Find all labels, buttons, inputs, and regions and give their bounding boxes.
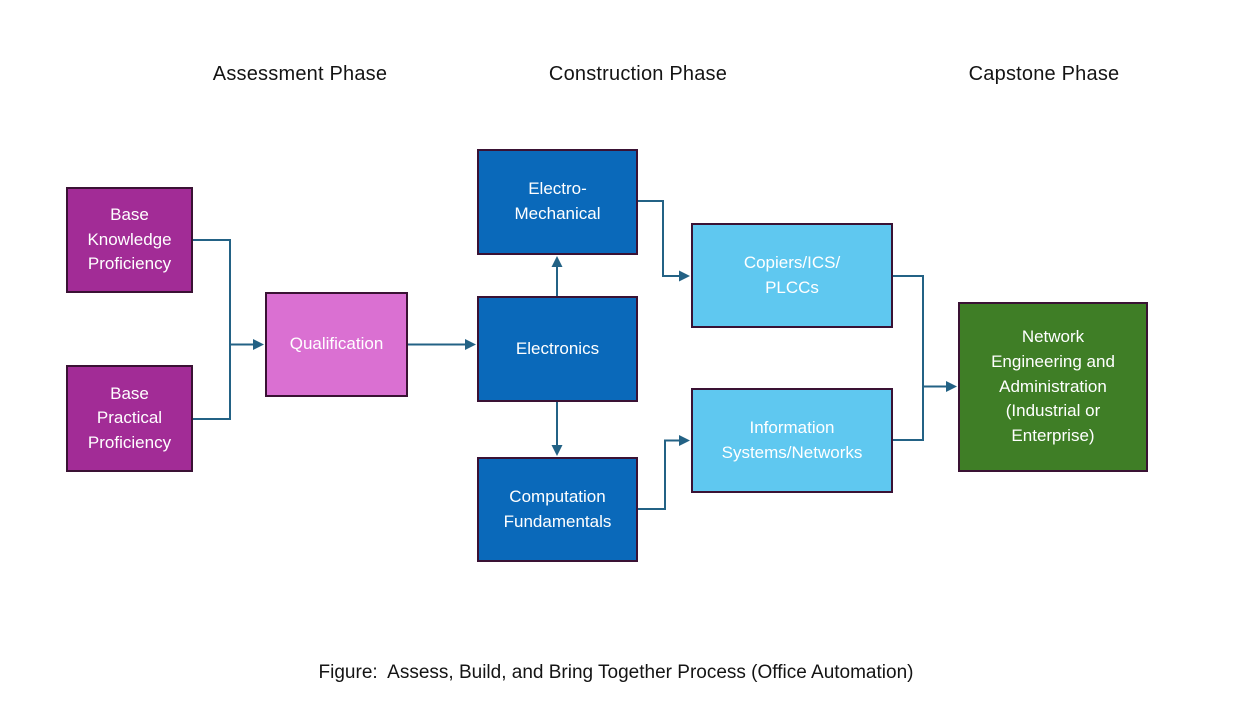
connector-electromech-to-copiers [638, 200, 690, 282]
connector-assessment-merge [193, 239, 231, 420]
node-base-practical-proficiency: Base Practical Proficiency [66, 365, 193, 472]
node-electro-mechanical: Electro- Mechanical [477, 149, 638, 255]
node-qualification: Qualification [265, 292, 408, 397]
node-base-knowledge-proficiency: Base Knowledge Proficiency [66, 187, 193, 293]
node-information-systems-networks: Information Systems/Networks [691, 388, 893, 493]
connector-computation-to-infosys [638, 435, 690, 510]
phase-heading-construction: Construction Phase [548, 63, 728, 85]
figure-caption: Figure: Assess, Build, and Bring Togethe… [318, 662, 914, 683]
node-computation-fundamentals: Computation Fundamentals [477, 457, 638, 562]
node-electronics: Electronics [477, 296, 638, 402]
node-network-engineering-administration: Network Engineering and Administration (… [958, 302, 1148, 472]
connector-capstone-merge [893, 275, 924, 441]
node-copiers-ics-plccs: Copiers/ICS/ PLCCs [691, 223, 893, 328]
phase-heading-assessment: Assessment Phase [212, 63, 388, 85]
phase-heading-capstone: Capstone Phase [968, 63, 1120, 85]
